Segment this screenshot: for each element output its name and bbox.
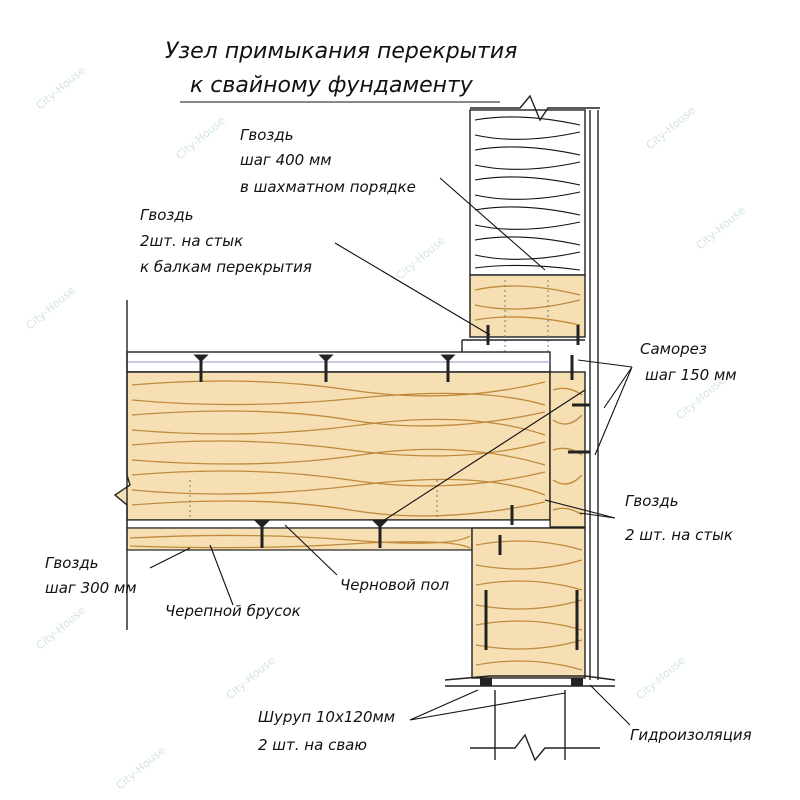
label-nail-step400-l1: Гвоздь <box>240 126 294 144</box>
watermark-11: City-House <box>694 204 748 253</box>
wall-bottom-plate <box>469 274 586 360</box>
title-line-2: к свайному фундаменту <box>190 73 474 98</box>
annotation-labels: Гвоздь шаг 400 мм в шахматном порядке Гв… <box>45 126 752 754</box>
rim-beam <box>549 371 586 528</box>
screw-4 <box>254 520 270 548</box>
label-screw-150-l2: шаг 150 мм <box>645 366 737 384</box>
label-nail-2pcs-joist-l3: к балкам перекрытия <box>140 258 312 276</box>
watermark-10: City-House <box>634 654 688 703</box>
label-nail-300-l1: Гвоздь <box>45 554 99 572</box>
label-nail-2pcs-joist-l1: Гвоздь <box>140 206 194 224</box>
watermark-8: City-House <box>34 604 88 653</box>
label-screw-150-l1: Саморез <box>640 340 707 358</box>
title-line-1: Узел примыкания перекрытия <box>165 39 517 64</box>
leader-screw-10x120 <box>409 689 566 721</box>
leader-subfloor-2 <box>284 524 338 576</box>
label-nail-2pcs-joint-l1: Гвоздь <box>625 492 679 510</box>
title: Узел примыкания перекрытия к свайному фу… <box>165 39 517 103</box>
label-subfloor: Черновой пол <box>340 576 450 594</box>
leader-nail-step400 <box>439 177 546 271</box>
watermark-1: City-House <box>34 64 88 113</box>
washer-2 <box>571 678 583 686</box>
screw-1 <box>193 354 209 382</box>
leader-nail-300 <box>149 547 191 569</box>
screw-5 <box>372 520 388 548</box>
label-nail-step400-l2: шаг 400 мм <box>240 151 332 169</box>
watermark-2: City-House <box>174 114 228 163</box>
leader-lines <box>149 177 633 726</box>
screw-3 <box>440 354 456 382</box>
leader-screw-150 <box>577 359 633 456</box>
leader-nail-2pcs-joint <box>544 499 616 519</box>
pile-grillage <box>444 527 616 762</box>
label-nail-step400-l3: в шахматном порядке <box>240 178 416 196</box>
watermark-9: City-House <box>224 654 278 703</box>
leader-cranial-bar <box>209 544 234 606</box>
wall-insulation <box>469 94 600 680</box>
watermark-12: City-House <box>114 744 168 793</box>
leader-waterproofing <box>589 684 631 726</box>
label-cranial-bar: Черепной брусок <box>165 602 301 620</box>
leader-nail-2pcs-joist <box>334 242 491 336</box>
label-nail-2pcs-joist-l2: 2шт. на стык <box>140 232 243 250</box>
label-nail-300-l2: шаг 300 мм <box>45 579 137 597</box>
washer-1 <box>480 678 492 686</box>
watermark-5: City-House <box>24 284 78 333</box>
watermark-4: City-House <box>644 104 698 153</box>
leader-subfloor-1 <box>382 389 586 522</box>
watermark-3: City-House <box>394 234 448 283</box>
label-waterproofing: Гидроизоляция <box>630 726 752 744</box>
label-screw-10x120-l1: Шуруп 10х120мм <box>258 708 395 726</box>
label-nail-2pcs-joint-l2: 2 шт. на стык <box>625 526 733 544</box>
label-screw-10x120-l2: 2 шт. на сваю <box>258 736 367 754</box>
screw-2 <box>318 354 334 382</box>
fasteners <box>193 325 590 686</box>
